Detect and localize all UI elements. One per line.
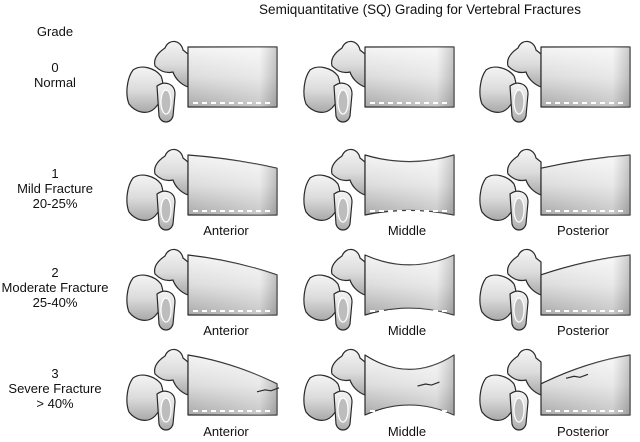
row2-posterior-label: Posterior xyxy=(556,323,610,338)
vertebra-grade3-posterior xyxy=(479,348,631,431)
superior-articular-process xyxy=(507,248,542,296)
pedicle-ring xyxy=(337,89,349,115)
row3-posterior-label: Posterior xyxy=(556,424,610,439)
row1-middle-label: Middle xyxy=(387,223,427,238)
spinous-process xyxy=(303,174,341,221)
vertebra-grade0-posterior xyxy=(479,40,631,123)
spinous-process xyxy=(303,374,341,421)
grade-2-range: 25-40% xyxy=(32,295,78,310)
pedicle-ring xyxy=(337,197,349,223)
vertebra-grade1-middle xyxy=(303,148,455,231)
vertebra-grade3-anterior xyxy=(126,348,280,431)
spinous-process xyxy=(479,66,517,113)
superior-articular-process xyxy=(154,40,189,88)
fracture-line xyxy=(565,373,589,379)
vertebra-grade2-middle xyxy=(303,248,455,331)
vertebra-grade1-posterior xyxy=(479,148,631,231)
superior-articular-process xyxy=(507,148,542,196)
spinous-process xyxy=(479,174,517,221)
fracture-line xyxy=(417,381,440,387)
row1-anterior-label: Anterior xyxy=(203,223,249,238)
spinous-process xyxy=(126,174,164,221)
row3-anterior-label: Anterior xyxy=(203,424,249,439)
spinous-process xyxy=(126,274,164,321)
grade-2-label: Moderate Fracture xyxy=(1,280,109,295)
superior-articular-process xyxy=(507,40,542,88)
grade-3-label: Severe Fracture xyxy=(8,381,102,396)
pedicle-ring xyxy=(513,197,525,223)
row2-anterior-label: Anterior xyxy=(203,323,249,338)
spinous-process xyxy=(126,66,164,113)
pedicle-ring xyxy=(160,397,172,423)
superior-articular-process xyxy=(507,348,542,396)
grade-0-label: Normal xyxy=(34,75,76,90)
superior-articular-process xyxy=(154,348,189,396)
superior-articular-process xyxy=(331,40,366,88)
row1-posterior-label: Posterior xyxy=(556,223,610,238)
figure-title: Semiquantitative (SQ) Grading for Verteb… xyxy=(259,2,581,17)
grade-1-range: 20-25% xyxy=(32,196,78,211)
row3-middle-label: Middle xyxy=(387,424,427,439)
fracture-line xyxy=(256,387,280,393)
grade-3-range: > 40% xyxy=(36,396,74,411)
pedicle-ring xyxy=(513,297,525,323)
vertebra-grade2-anterior xyxy=(126,248,278,331)
spinous-process xyxy=(479,374,517,421)
grade-1-label: Mild Fracture xyxy=(17,181,93,196)
vertebra-grade3-middle xyxy=(303,348,455,431)
vertebra-grade1-anterior xyxy=(126,148,278,231)
grade-header: Grade xyxy=(36,24,74,39)
pedicle-ring xyxy=(160,197,172,223)
pedicle-ring xyxy=(513,397,525,423)
grade-2-number: 2 xyxy=(51,265,59,280)
pedicle-ring xyxy=(513,89,525,115)
spinous-process xyxy=(303,66,341,113)
grade-0-number: 0 xyxy=(51,60,59,75)
vertebra-grade2-posterior xyxy=(479,248,631,331)
vertebra-grade0-middle xyxy=(303,40,455,123)
superior-articular-process xyxy=(154,148,189,196)
superior-articular-process xyxy=(331,148,366,196)
grade-3-number: 3 xyxy=(51,366,59,381)
pedicle-ring xyxy=(337,297,349,323)
superior-articular-process xyxy=(154,248,189,296)
pedicle-ring xyxy=(160,89,172,115)
vertebra-grade0-anterior xyxy=(126,40,278,123)
pedicle-ring xyxy=(160,297,172,323)
grade-1-number: 1 xyxy=(51,166,59,181)
pedicle-ring xyxy=(337,397,349,423)
spinous-process xyxy=(479,274,517,321)
superior-articular-process xyxy=(331,348,366,396)
spinous-process xyxy=(126,374,164,421)
row2-middle-label: Middle xyxy=(387,323,427,338)
spinous-process xyxy=(303,274,341,321)
superior-articular-process xyxy=(331,248,366,296)
